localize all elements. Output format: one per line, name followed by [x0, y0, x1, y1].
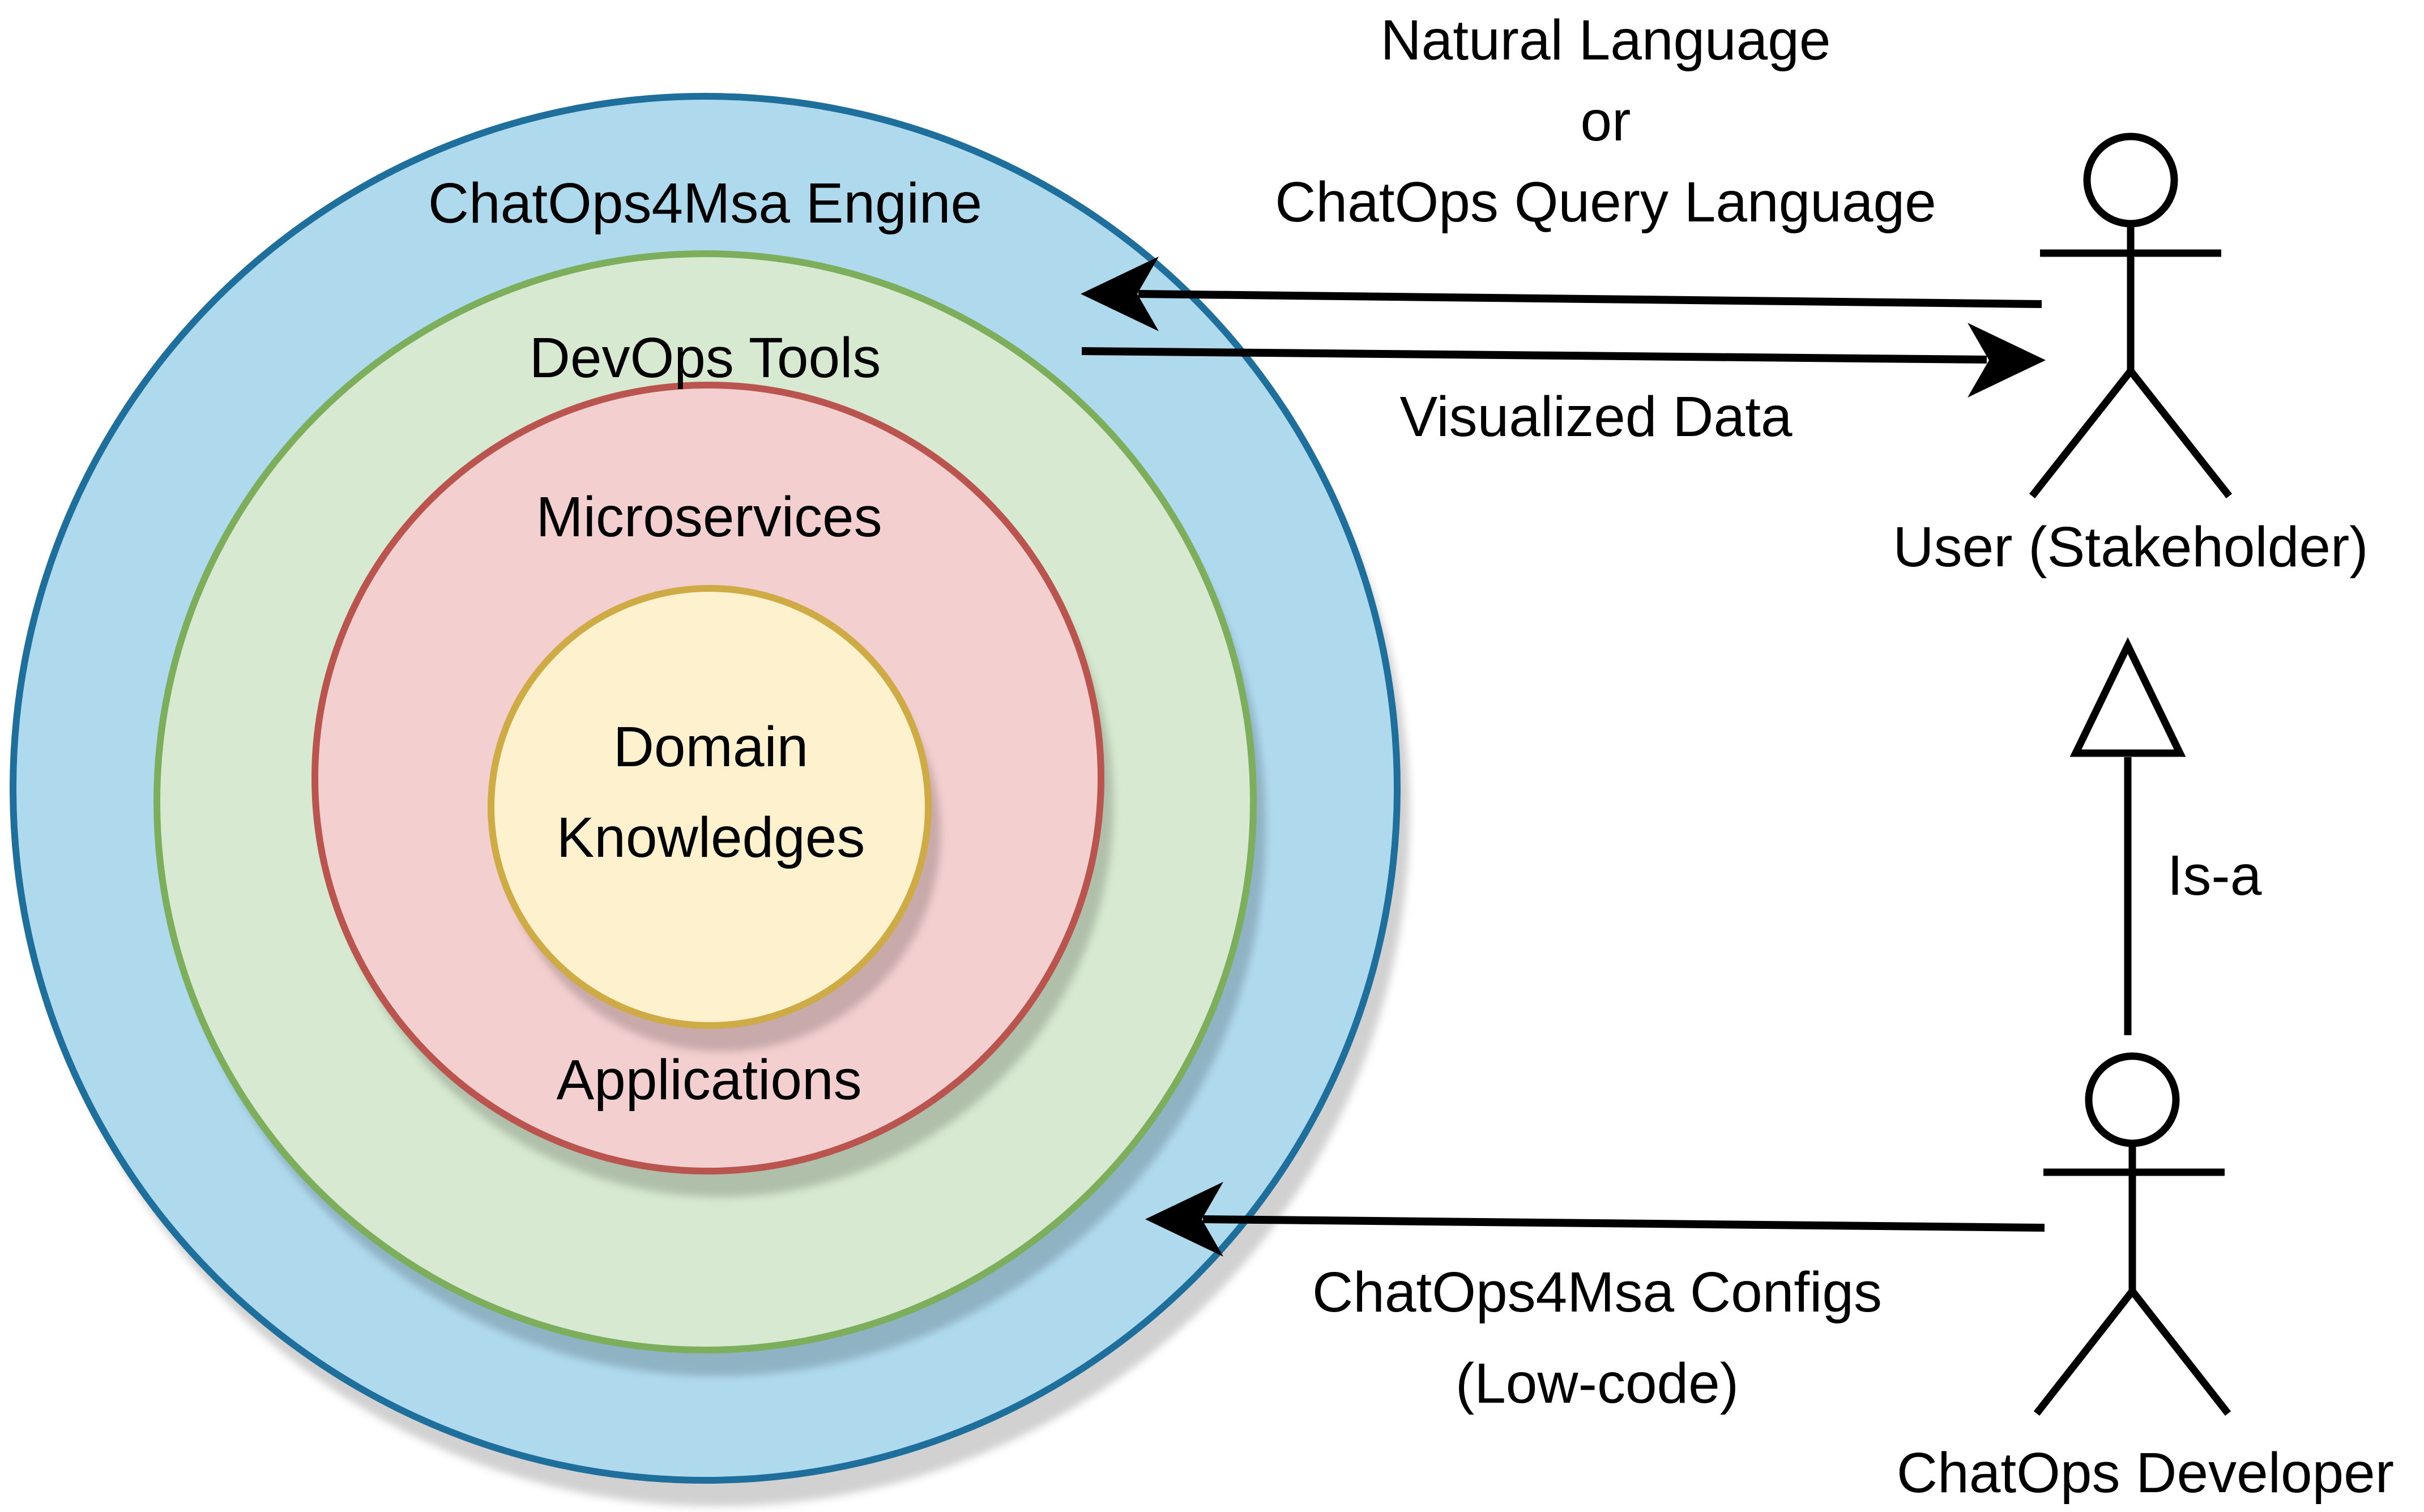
developer-actor-left-leg: [2033, 1288, 2136, 1416]
visualized-data-label: Visualized Data: [1399, 385, 1792, 449]
domain-knowledges-label-line2: Knowledges: [557, 806, 865, 869]
visualized-data-arrow-line: [1081, 347, 1987, 364]
request-arrow-line: [1138, 290, 2042, 308]
applications-ring-label: Applications: [556, 1048, 861, 1112]
developer-actor-right-leg: [2129, 1288, 2231, 1416]
user-actor-right-leg: [2127, 368, 2233, 499]
domain-knowledges-circle: [488, 585, 932, 1029]
developer-actor-head: [2085, 1052, 2180, 1147]
devops-tools-ring-label: DevOps Tools: [530, 326, 881, 390]
domain-knowledges-label-line1: Domain: [613, 715, 809, 779]
user-actor-head: [2083, 133, 2178, 228]
configs-arrow: [1145, 1182, 2045, 1257]
visualized-data-arrow: [1081, 323, 2046, 398]
microservices-ring-label: Microservices: [536, 485, 882, 549]
request-arrow-label-line1: Natural Language: [1380, 8, 1830, 72]
configs-arrow-label-line2: (Low-code): [1456, 1352, 1739, 1415]
configs-arrowhead: [1145, 1182, 1223, 1257]
configs-arrow-line: [1202, 1215, 2045, 1232]
developer-actor-icon: [2033, 1052, 2231, 1416]
user-actor-icon: [2029, 133, 2233, 499]
configs-arrow-label-line1: ChatOps4Msa Configs: [1312, 1261, 1882, 1324]
request-arrow: [1081, 257, 2042, 331]
is-a-triangle: [2069, 637, 2186, 757]
visualized-data-arrowhead: [1968, 323, 2046, 398]
user-actor-label: User (Stakeholder): [1893, 515, 2368, 579]
request-arrow-label-line2: or: [1581, 89, 1631, 153]
user-actor-left-leg: [2029, 368, 2134, 499]
request-arrowhead: [1081, 257, 1159, 331]
developer-actor-label: ChatOps Developer: [1897, 1441, 2394, 1505]
is-a-generalization-arrow: [2069, 637, 2186, 1035]
is-a-label: Is-a: [2167, 844, 2262, 907]
engine-ring-label: ChatOps4Msa Engine: [428, 172, 982, 235]
request-arrow-label-line3: ChatOps Query Language: [1275, 170, 1936, 234]
